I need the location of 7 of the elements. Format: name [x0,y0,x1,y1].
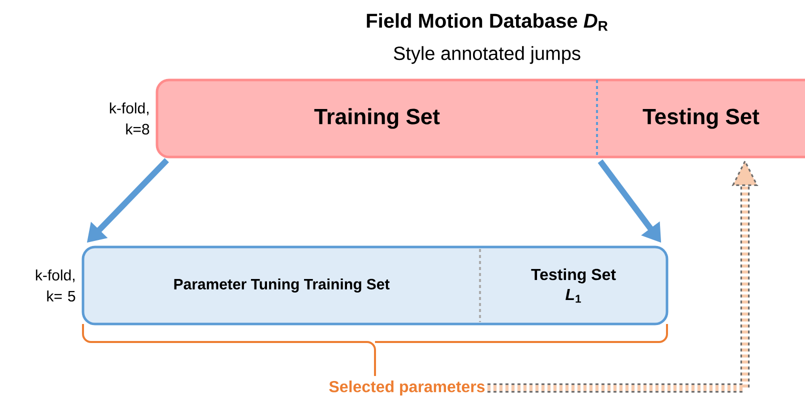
set-box: Testing Set [597,78,805,158]
set-box: Testing Set L$_{1}$ [478,246,668,326]
fold-note: k-fold, k=8 [110,102,150,134]
subtitle: Style annotated jumps [394,46,580,64]
result-text: Selected parameters [329,380,485,396]
title: Field Motion Database D$_{R}$ [366,13,608,31]
fold-note: k-fold, k= 5 [36,270,76,302]
